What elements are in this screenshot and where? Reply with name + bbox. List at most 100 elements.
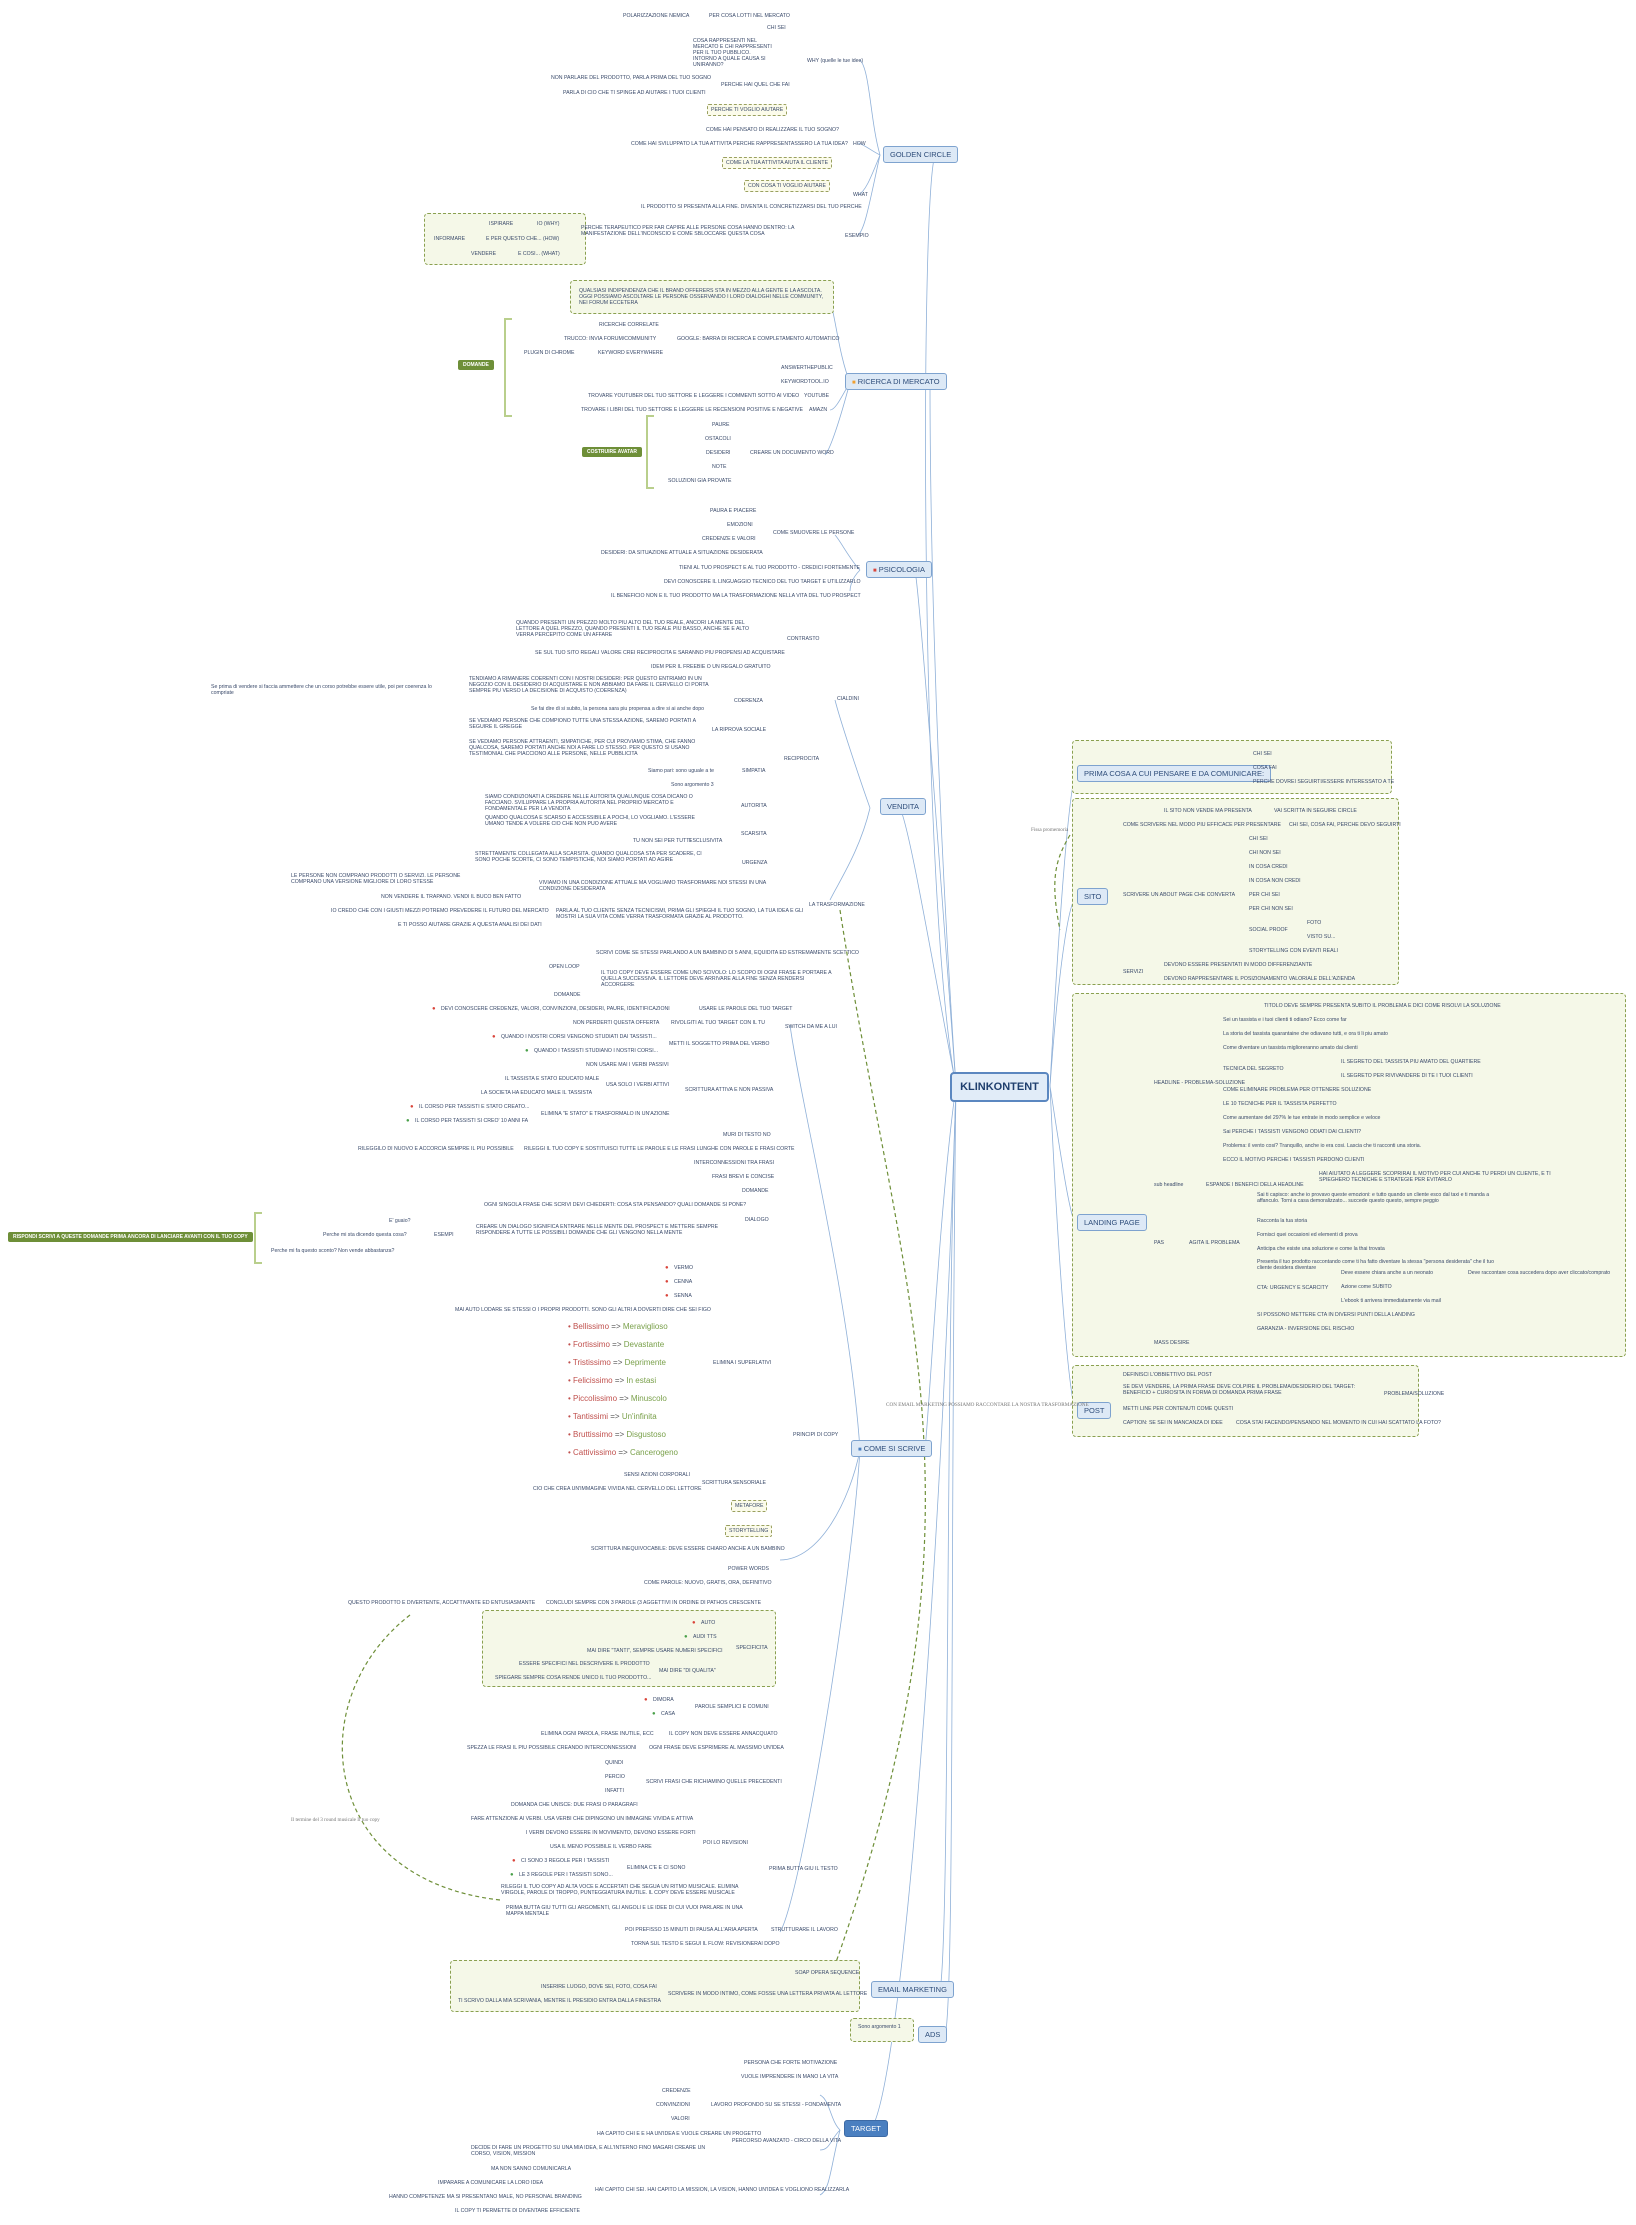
text-reciprocita: RECIPROCITA [784,756,820,762]
superlative-row: • Bellissimo => Meraviglioso [568,1322,668,1331]
text-l-agita: AGITA IL PROBLEMA [1189,1240,1240,1246]
topic-come-si-scrive[interactable]: ■ COME SI SCRIVE [851,1440,933,1457]
text-perche-hai: PERCHE HAI QUEL CHE FAI [721,82,790,88]
topic-target[interactable]: TARGET [844,2120,888,2137]
text-l-titolo: TITOLO DEVE SEMPRE PRESENTA SUBITO IL PR… [1264,1003,1501,1009]
topic-landing-page[interactable]: LANDING PAGE [1077,1214,1147,1231]
text-answerthepublic: ANSWERTHEPUBLIC [781,365,833,371]
topic-prima-cosa[interactable]: PRIMA COSA A CUI PENSARE E DA COMUNICARE… [1077,765,1272,782]
text-about-page: SCRIVERE UN ABOUT PAGE CHE CONVERTA [1123,892,1236,898]
text-chi-sei: CHI SEI [767,25,786,31]
text-l-fornisci: Fornisci quei occasioni ed elementi di p… [1257,1232,1358,1238]
topic-psicologia[interactable]: ■ PSICOLOGIA [866,561,932,578]
text-audi: ●AUDI TTS [684,1634,717,1640]
text-cenna: ●CENNA [665,1279,693,1285]
text-se-fai-dire: Se fai dire di si subito, la persona sar… [531,706,705,712]
text-se-vediamo-attraenti: SE VEDIAMO PERSONE ATTRAENTI, SIMPATICHE… [469,739,696,757]
text-infatti: INFATTI [605,1788,624,1794]
text-keyword-everywhere: KEYWORD EVERYWHERE [598,350,664,356]
text-credenze-t: CREDENZE [662,2088,691,2094]
text-specificita: SPECIFICITA [736,1645,768,1651]
text-vermo: ●VERMO [665,1265,694,1271]
text-inserire-luogo: INSERIRE LUOGO, DOVE SEI, FOTO, COSA FAI [541,1984,657,1990]
text-quando-presenti: QUANDO PRESENTI UN PREZZO MOLTO PIU ALTO… [516,620,750,638]
text-scrivere-intimo: SCRIVERE IN MODO INTIMO, COME FOSSE UNA … [668,1991,868,1997]
bullet-icon: • [568,1412,573,1421]
text-l-chiara: Deve essere chiara anche a un neonato [1341,1270,1433,1276]
text-creare-documento: CREARE UN DOCUMENTO WORD [750,450,834,456]
text-come-smuovere: COME SMUOVERE LE PERSONE [773,530,855,536]
text-paura-piacere: PAURA E PIACERE [710,508,757,514]
text-persona-forte: PERSONA CHE FORTE MOTIVAZIONE [744,2060,838,2066]
text-scrittura-attiva: SCRITTURA ATTIVA E NON PASSIVA [685,1087,774,1093]
text-perche-ti-voglio: PERCHE TI VOGLIO AIUTARE [707,104,788,116]
text-l-tassista-odiano: Sei un tassista e i tuoi clienti ti odia… [1223,1017,1347,1023]
text-pr-chi-sei: CHI SEI [1253,751,1272,757]
text-ogni-singola: OGNI SINGOLA FRASE CHE SCRIVI DEVI CHIED… [484,1202,747,1208]
bullet-icon: • [568,1394,574,1403]
central-topic[interactable]: KLINKONTENT [950,1072,1049,1102]
text-come-la-tua: COME LA TUA ATTIVITA AIUTA IL CLIENTE [722,157,833,169]
topic-sito[interactable]: SITO [1077,888,1109,905]
text-dimora: ●DIMORA [644,1697,674,1703]
text-l-mass-desire: MASS DESIRE [1154,1340,1190,1346]
landing-group [1072,993,1626,1357]
text-perche-sta-dicendo: Perche mi sta dicendo questa cosa? [323,1232,407,1238]
text-con-cosa: CON COSA TI VOGLIO AIUTARE [744,180,830,192]
topic-ads[interactable]: ADS [918,2026,948,2043]
text-l-problema: Problema: il vento cosi? Tranquillo, anc… [1223,1143,1422,1149]
topic-post[interactable]: POST [1077,1402,1112,1419]
box-icon: ■ [858,1447,862,1453]
text-la-trasformazione: LA TRASFORMAZIONE [809,902,865,908]
text-s-in-cosa-credi: IN COSA CREDI [1249,864,1288,870]
text-l-sai-ti-capisco: Sai ti capisco: anche io provavo queste … [1257,1192,1490,1204]
text-perche-terapeutico: PERCHE TERAPEUTICO PER FAR CAPIRE ALLE P… [581,225,795,237]
text-non-vendere-trapano: NON VENDERE IL TRAPANO. VENDI IL BUCO BE… [381,894,522,900]
ads-box [850,2018,914,2042]
text-corso-creo: ●IL CORSO PER TASSISTI SI CREO' 10 ANNI … [406,1118,529,1124]
text-l-garanzia: GARANZIA - INVERSIONE DEL RISCHIO [1257,1326,1355,1332]
check-icon: ● [652,1711,656,1717]
check-icon: ● [406,1118,410,1124]
text-sono-arg-1: Sono argomento 1 [858,2024,901,2030]
text-creare-dialogo: CREARE UN DIALOGO SIGNIFICA ENTRARE NELL… [476,1224,719,1236]
topic-label: COME SI SCRIVE [863,1444,926,1453]
text-credenze: CREDENZE E VALORI [702,536,756,542]
text-domande-2: DOMANDE [742,1188,769,1194]
text-usa-solo-attivi: USA SOLO I VERBI ATTIVI [606,1082,670,1088]
text-muri-testo: MURI DI TESTO NO [723,1132,771,1138]
text-metti-soggetto: METTI IL SOGGETTO PRIMA DEL VERBO [669,1041,770,1047]
topic-golden-circle[interactable]: GOLDEN CIRCLE [883,146,959,163]
text-come-hai-pensato: COME HAI PENSATO DI REALIZZARE IL TUO SO… [706,127,839,133]
text-hai-capito: HAI CAPITO CHI SEI. HAI CAPITO LA MISSIO… [595,2187,850,2193]
replacement-word: Cancerogeno [629,1448,678,1457]
text-po-cosa-stai-facendo: COSA STAI FACENDO/PENSANDO NEL MOMENTO I… [1236,1420,1441,1426]
text-scrivi-come-bambino: SCRIVI COME SE STESSI PARLANDO A UN BAMB… [596,950,859,956]
text-imparare: IMPARARE A COMUNICARE LA LORO IDEA [438,2180,544,2186]
superlative-row: • Felicissimo => In estasi [568,1376,656,1385]
text-usa-meno-fare: USA IL MENO POSSIBILE IL VERBO FARE [550,1844,652,1850]
arrow-text: => [608,1412,622,1421]
superlative-row: • Tantissimi => Un'infinita [568,1412,657,1421]
text-valori: VALORI [671,2116,690,2122]
text-competenze: HANNO COMPETENZE MA SI PRESENTANO MALE, … [389,2194,582,2200]
bullet-icon: • [568,1340,574,1349]
text-cosa-rappresenti: COSA RAPPRESENTI NEL MERCATO E CHI RAPPR… [693,38,772,68]
topic-vendita[interactable]: VENDITA [880,798,926,815]
topic-email-marketing[interactable]: EMAIL MARKETING [871,1981,954,1998]
text-how: HOW [853,141,866,147]
text-e-ti-posso: E TI POSSO AIUTARE GRAZIE A QUESTA ANALI… [398,922,542,928]
topic-ricerca-di-mercato[interactable]: ■ RICERCA DI MERCATO [845,373,947,390]
text-po-problema-soluzione: PROBLEMA/SOLUZIONE [1384,1391,1445,1397]
text-social-proof: SOCIAL PROOF [1249,927,1288,933]
text-l-raccontare: Deve raccontare cosa succedera dopo aver… [1468,1270,1611,1276]
text-domande-1: DOMANDE [554,992,581,998]
text-come-parole: COME PAROLE: NUOVO, GRATIS, ORA, DEFINIT… [644,1580,772,1586]
arrow-text: => [612,1430,627,1439]
text-simpatia: SIMPATIA [742,768,766,774]
note-termine-round: Il termine del 3 round musicale Il tuo c… [291,1817,380,1823]
text-l-azione: Azione come SUBITO [1341,1284,1392,1290]
text-viviamo: VIVIAMO IN UNA CONDIZIONE ATTUALE MA VOG… [539,880,766,892]
golden-example-box [424,213,586,265]
text-dialogo: DIALOGO [745,1217,769,1223]
